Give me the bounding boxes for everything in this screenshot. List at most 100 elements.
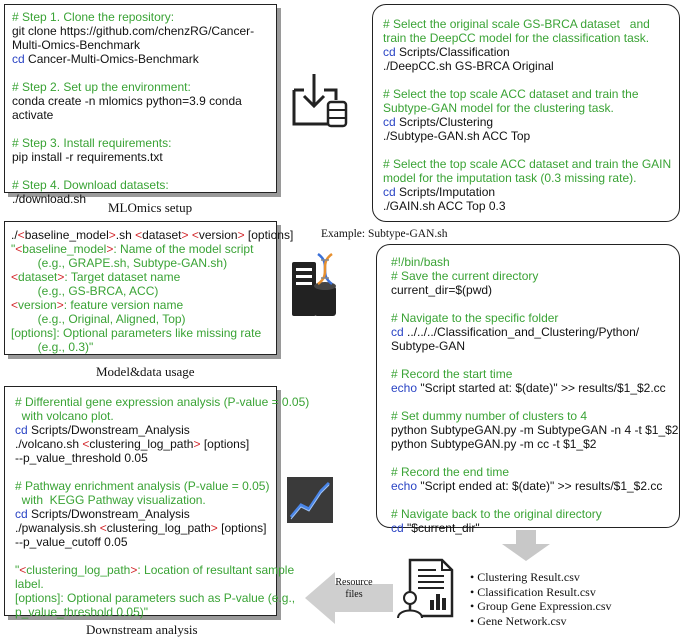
code-token: version <box>198 228 238 242</box>
code-token: Subtype-GAN model for the clustering tas… <box>383 101 614 115</box>
code-line: # Step 3. Install requirements: <box>12 136 254 150</box>
code-token: (e.g., GRAPE.sh, Subtype-GAN.sh) <box>11 256 228 270</box>
code-line: # Set dummy number of clusters to 4 <box>391 409 678 423</box>
code-token: cd <box>391 521 404 535</box>
code-token: [options]: Optional parameters such as P… <box>15 591 296 605</box>
code-token: train the DeepCC model for the classific… <box>383 31 650 45</box>
code-token: < <box>11 298 19 312</box>
code-token: (e.g., 0.3)" <box>11 340 94 354</box>
code-line: # Step 2. Set up the environment: <box>12 80 254 94</box>
code-line: cd Scripts/Classification <box>383 45 671 59</box>
code-token: git clone https://github.com/chenzRG/Can… <box>12 24 255 38</box>
code-token: Multi-Omics-Benchmark <box>12 38 141 52</box>
code-line <box>383 143 671 157</box>
code-line: cd ../../../Classification_and_Clusterin… <box>391 325 678 339</box>
code-token: [options] <box>200 437 250 451</box>
code-line <box>15 549 309 563</box>
code-line: Subtype-GAN model for the clustering tas… <box>383 101 671 115</box>
download-box-icon <box>292 74 348 128</box>
code-line: ./pwanalysis.sh <clustering_log_path> [o… <box>15 521 309 535</box>
code-token: ./DeepCC.sh GS-BRCA Original <box>383 59 554 73</box>
code-line: # Select the top scale ACC dataset and t… <box>383 157 671 171</box>
code-token: # Step 4. Download datasets: <box>12 178 169 192</box>
code-line: current_dir=$(pwd) <box>391 283 678 297</box>
code-token: # Navigate back to the original director… <box>391 507 602 521</box>
code-line: echo "Script ended at: $(date)" >> resul… <box>391 479 678 493</box>
code-token: ./Subtype-GAN.sh ACC Top <box>383 129 531 143</box>
setup-code-box: # Step 1. Clone the repository:git clone… <box>4 4 277 206</box>
code-token: cd <box>383 45 396 59</box>
code-line: Subtype-GAN <box>391 339 678 353</box>
code-token: : feature version name <box>63 298 184 312</box>
line-chart-icon <box>287 477 333 523</box>
code-line: conda create -n mlomics python=3.9 conda <box>12 94 254 108</box>
code-line: <version>: feature version name <box>11 298 293 312</box>
code-token: < <box>19 563 27 577</box>
code-line: # Record the start time <box>391 367 678 381</box>
code-token: cd <box>12 52 25 66</box>
code-token: # Navigate to the specific folder <box>391 311 559 325</box>
code-line: cd Scripts/Clustering <box>383 115 671 129</box>
code-token: baseline_model <box>22 242 107 256</box>
code-line: # Save the current directory <box>391 269 678 283</box>
code-token: "Script started at: $(date)" >> results/… <box>417 381 666 395</box>
code-token: Subtype-GAN <box>391 339 466 353</box>
code-line: (e.g., GRAPE.sh, Subtype-GAN.sh) <box>11 256 293 270</box>
code-token: [options]: Optional parameters like miss… <box>11 326 262 340</box>
examples-code: # Select the original scale GS-BRCA data… <box>383 17 671 213</box>
code-token: Scripts/Dwonstream_Analysis <box>27 507 190 521</box>
code-line: (e.g., GS-BRCA, ACC) <box>11 284 293 298</box>
code-token: ./download.sh <box>12 192 87 206</box>
setup-code: # Step 1. Clone the repository:git clone… <box>12 10 254 206</box>
code-line: <dataset>: Target dataset name <box>11 270 293 284</box>
code-token: cd <box>391 325 404 339</box>
code-line: ./DeepCC.sh GS-BRCA Original <box>383 59 671 73</box>
code-token: > <box>108 228 116 242</box>
code-token: " <box>15 563 20 577</box>
left-arrow <box>305 572 393 624</box>
file-item: • Clustering Result.csv <box>470 570 580 584</box>
code-token: # Record the start time <box>391 367 513 381</box>
code-token: < <box>82 437 90 451</box>
code-line: cd Scripts/Dwonstream_Analysis <box>15 507 309 521</box>
code-token: p_value_threshold 0.05)" <box>15 605 149 619</box>
code-token: label. <box>15 577 44 591</box>
code-token: [options] <box>244 228 294 242</box>
code-line: pip install -r requirements.txt <box>12 150 254 164</box>
code-token: > <box>181 228 189 242</box>
resource-file-list: • Clustering Result.csv • Classification… <box>470 570 612 628</box>
code-token: baseline_model <box>24 228 109 242</box>
code-line: ./<baseline_model>.sh <dataset> <version… <box>11 228 293 242</box>
code-token: < <box>99 521 107 535</box>
code-token: > <box>193 437 201 451</box>
code-line: [options]: Optional parameters like miss… <box>11 326 293 340</box>
code-line <box>391 493 678 507</box>
code-token: > <box>57 270 65 284</box>
resource-files-label: Resource files <box>326 577 382 601</box>
code-token: "$current_dir" <box>403 521 480 535</box>
code-token: : Location of resultant sample <box>137 563 295 577</box>
code-token: dataset <box>142 228 182 242</box>
code-token: activate <box>12 108 54 122</box>
code-token: Cancer-Multi-Omics-Benchmark <box>24 52 199 66</box>
code-token: [options] <box>217 521 267 535</box>
code-line: # Step 1. Clone the repository: <box>12 10 254 24</box>
code-line: train the DeepCC model for the classific… <box>383 31 671 45</box>
code-line: label. <box>15 577 309 591</box>
code-token: with KEGG Pathway visualization. <box>15 493 206 507</box>
code-token: (e.g., Original, Aligned, Top) <box>11 312 186 326</box>
code-token: pip install -r requirements.txt <box>12 150 163 164</box>
code-token: : Name of the model script <box>113 242 254 256</box>
code-line: # Select the top scale ACC dataset and t… <box>383 87 671 101</box>
code-line: # Navigate back to the original director… <box>391 507 678 521</box>
code-token: echo <box>391 479 418 493</box>
code-token: with volcano plot. <box>15 409 114 423</box>
downstream-code-box: # Differential gene expression analysis … <box>4 386 309 619</box>
code-token: cd <box>15 423 28 437</box>
code-token: dataset <box>18 270 58 284</box>
code-token: # Step 1. Clone the repository: <box>12 10 175 24</box>
report-document-icon <box>397 558 454 619</box>
code-line: # Step 4. Download datasets: <box>12 178 254 192</box>
code-token: clustering_log_path <box>26 563 131 577</box>
code-token: ./pwanalysis.sh <box>15 521 100 535</box>
